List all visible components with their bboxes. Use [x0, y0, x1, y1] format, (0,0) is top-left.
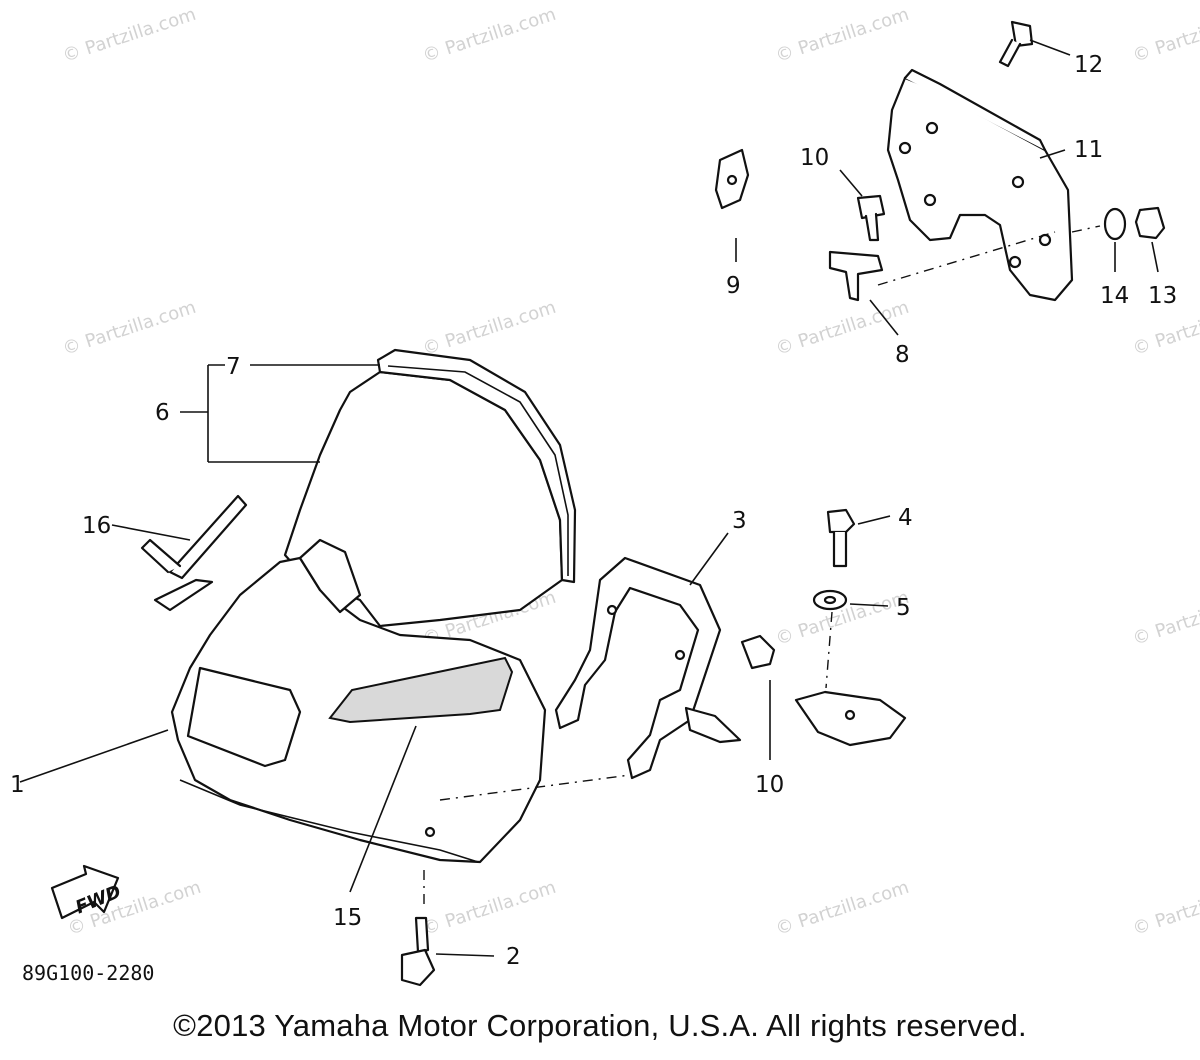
part-13-nut[interactable] [1134, 206, 1166, 273]
watermark: © Partzilla.com [420, 297, 559, 360]
copyright-notice: ©2013 Yamaha Motor Corporation, U.S.A. A… [173, 1008, 1027, 1043]
watermark: © Partzilla.com [1130, 877, 1200, 940]
part-11-bracket[interactable] [886, 68, 1074, 302]
callout-3[interactable]: 3 [732, 508, 747, 534]
callout-10-upper[interactable]: 10 [800, 145, 829, 171]
watermark: © Partzilla.com [420, 877, 559, 940]
part-1-cowl[interactable] [19, 538, 547, 864]
part-10-bolt-lower[interactable] [740, 634, 776, 760]
callout-6[interactable]: 6 [155, 400, 170, 426]
callout-14[interactable]: 14 [1100, 283, 1129, 309]
part-8-stud-bracket[interactable] [828, 231, 1056, 336]
part-12-bolt[interactable] [998, 20, 1071, 68]
part-5-washer[interactable] [812, 589, 889, 689]
callout-10-lower[interactable]: 10 [755, 772, 784, 798]
mount-pad [794, 690, 907, 747]
bracket-6-7 [180, 364, 380, 463]
callout-11[interactable]: 11 [1074, 137, 1103, 163]
callout-2[interactable]: 2 [506, 944, 521, 970]
part-4-bolt[interactable] [826, 508, 891, 568]
watermark: © Partzilla.com [1130, 587, 1200, 650]
callout-9[interactable]: 9 [726, 273, 741, 299]
part-3-bracket[interactable] [439, 532, 742, 801]
watermark: © Partzilla.com [773, 297, 912, 360]
part-9-clip[interactable] [714, 148, 750, 262]
catalog-code: 89G100-2280 [22, 961, 154, 985]
part-2-bolt[interactable] [400, 870, 495, 987]
part-16-trim[interactable] [111, 494, 248, 612]
watermark: © Partzilla.com [60, 297, 199, 360]
watermark: © Partzilla.com [420, 4, 559, 67]
leader-15 [349, 725, 417, 893]
watermark: © Partzilla.com [1130, 4, 1200, 67]
callout-16[interactable]: 16 [82, 513, 111, 539]
watermark: © Partzilla.com [773, 4, 912, 67]
callout-8[interactable]: 8 [895, 342, 910, 368]
part-10-bolt-upper[interactable] [839, 169, 886, 242]
watermark: © Partzilla.com [60, 4, 199, 67]
callout-12[interactable]: 12 [1074, 52, 1103, 78]
callout-5[interactable]: 5 [896, 595, 911, 621]
assembly-axis [1071, 225, 1101, 233]
part-6-windshield[interactable] [283, 348, 577, 628]
part-14-washer[interactable] [1103, 207, 1127, 272]
callout-13[interactable]: 13 [1148, 283, 1177, 309]
callout-4[interactable]: 4 [898, 505, 913, 531]
callout-15[interactable]: 15 [333, 905, 362, 931]
callout-1[interactable]: 1 [10, 772, 25, 798]
callout-7[interactable]: 7 [226, 354, 241, 380]
watermark: © Partzilla.com [773, 877, 912, 940]
callout-layer: 12 11 10 9 8 14 13 7 6 16 3 4 5 10 1 15 … [10, 52, 1177, 970]
